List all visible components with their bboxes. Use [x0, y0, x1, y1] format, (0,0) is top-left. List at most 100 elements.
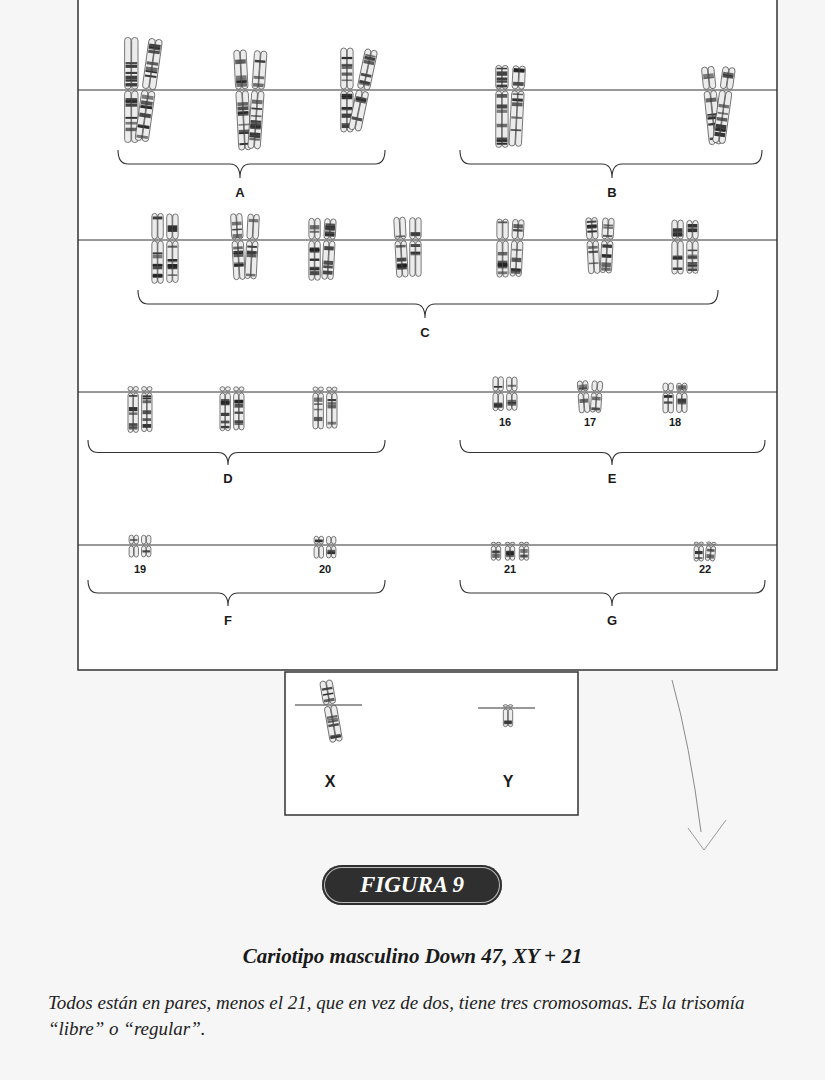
- chromosome-part: [668, 384, 669, 412]
- chromosome: [313, 387, 323, 429]
- chromosome: [348, 48, 377, 131]
- chromosome-part: [493, 377, 498, 391]
- group-brace: [138, 290, 718, 318]
- chromosome-part: [331, 388, 332, 427]
- chromosome-part: [220, 387, 225, 391]
- row-lines: [78, 90, 777, 708]
- chromosome-part: [250, 215, 253, 278]
- chromosome-part: [496, 542, 500, 544]
- chromosome-part: [330, 705, 342, 742]
- chromosome-part: [491, 542, 495, 544]
- chromosome-part: [225, 387, 230, 391]
- chromosome-part: [327, 220, 330, 279]
- chromosome-part: [247, 214, 254, 239]
- chromosome-part: [319, 546, 323, 558]
- chromosome-part: [332, 387, 337, 391]
- chromosome-part: [318, 387, 323, 391]
- chromosome-part: [491, 546, 495, 560]
- chromosome-part: [524, 543, 525, 559]
- chromosome: [248, 50, 267, 149]
- chromosome: [410, 218, 421, 277]
- chromosome: [497, 219, 508, 277]
- group-letter: F: [224, 613, 232, 628]
- chromosome-part: [524, 542, 528, 544]
- chromosome: [234, 387, 244, 430]
- chromosome-part: [698, 543, 699, 560]
- chromosome-part: [332, 536, 336, 544]
- chromosome-part: [505, 542, 509, 544]
- chromosome: [314, 536, 323, 558]
- chromosome-part: [663, 383, 668, 391]
- chromosome-part: [133, 387, 134, 431]
- chromosome-part: [157, 214, 158, 282]
- chromosome-part: [129, 546, 133, 557]
- chromosome: [135, 38, 163, 142]
- chromosome-part: [313, 387, 318, 391]
- chromosome-part: [134, 546, 138, 557]
- chromosome-part: [510, 542, 514, 544]
- chromosome-part: [606, 219, 609, 272]
- chromosome-part: [508, 706, 509, 726]
- chromosome: [167, 214, 178, 283]
- chromosome-part: [515, 67, 519, 145]
- chromosome: [712, 66, 735, 143]
- chromosome-part: [415, 219, 416, 276]
- chromosome-part: [142, 535, 146, 544]
- chromosome-part: [710, 543, 711, 560]
- chromosome-part: [128, 386, 133, 391]
- chromosome-part: [146, 536, 147, 556]
- chromosome-part: [240, 51, 245, 149]
- chromosome-part: [512, 377, 517, 391]
- chromosome-part: [582, 382, 584, 412]
- chromosome-part: [719, 68, 729, 142]
- chromosome-part: [172, 215, 173, 282]
- chromosome: [152, 213, 163, 283]
- chromosome: [125, 38, 138, 143]
- group-letter: B: [607, 185, 616, 200]
- pencil-mark: [672, 680, 701, 832]
- chromosome-part: [508, 705, 512, 707]
- chromosome: [509, 66, 526, 147]
- chromosome-part: [503, 705, 507, 707]
- explanatory-note: Todos están en pares, menos el 21, que e…: [48, 990, 788, 1041]
- chromosome-part: [498, 377, 503, 391]
- chromosome: [663, 383, 673, 413]
- sex-chromosome-label: Y: [503, 773, 514, 791]
- chromosome: [320, 680, 343, 743]
- sex-chromosome-label: X: [325, 773, 336, 791]
- group-letter: C: [420, 325, 429, 340]
- chromosome-part: [142, 387, 147, 391]
- chromosome-part: [133, 386, 138, 391]
- chromosome: [510, 219, 524, 276]
- chromosome-part: [225, 388, 226, 430]
- chromosome: [586, 217, 600, 274]
- chromosome: [128, 386, 138, 432]
- chromosome: [230, 213, 245, 280]
- chromosome: [322, 218, 337, 279]
- chromosome: [505, 542, 514, 560]
- group-brace: [460, 580, 765, 606]
- chromosome-part: [677, 221, 678, 273]
- chromosome-part: [254, 52, 261, 148]
- chromosome-part: [147, 387, 152, 391]
- chromosome: [503, 705, 512, 727]
- chromosome: [694, 542, 703, 561]
- chromosome-part: [699, 542, 703, 544]
- chromosome-part: [131, 39, 132, 142]
- figure-badge: FIGURA 9: [322, 865, 502, 905]
- chromosome-part: [355, 51, 372, 130]
- chromosome-part: [668, 383, 673, 391]
- chromosome: [327, 387, 337, 428]
- chromosome: [327, 536, 336, 558]
- chromosome: [142, 535, 151, 557]
- chromosome-part: [318, 388, 319, 428]
- chromosome-number: 17: [583, 416, 597, 428]
- group-brace: [460, 150, 762, 178]
- chromosome-part: [327, 536, 331, 544]
- chromosome-part: [253, 214, 260, 239]
- group-braces: [88, 150, 765, 606]
- group-brace: [118, 150, 385, 178]
- chromosome-part: [326, 682, 336, 741]
- chromosome-part: [595, 382, 597, 411]
